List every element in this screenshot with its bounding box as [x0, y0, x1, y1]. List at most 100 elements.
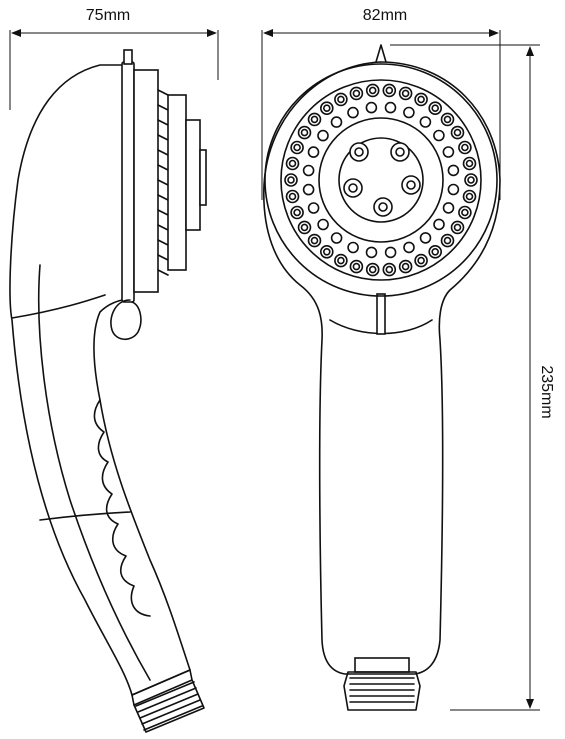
nozzle-hole-inner	[461, 208, 469, 217]
nozzle-hole-inner	[300, 223, 309, 232]
nozzle-hole	[440, 233, 455, 248]
nozzle-hole	[319, 245, 334, 259]
nozzle-hole-inner	[443, 115, 452, 124]
nozzle-hole	[414, 253, 428, 268]
nozzle-hole	[403, 106, 415, 119]
nozzle-hole	[285, 156, 300, 171]
nozzle-hole-inner	[352, 89, 361, 98]
dimension-width-front: 82mm	[261, 7, 501, 200]
nozzle-hole	[433, 129, 445, 142]
nozzle-hole	[414, 92, 428, 107]
nozzle-hole	[442, 202, 455, 214]
nozzle-hole	[365, 246, 378, 259]
nozzle-hole	[382, 83, 397, 98]
nozzle-hole	[398, 86, 413, 101]
nozzle-hole	[365, 83, 380, 98]
nozzle-hole	[297, 125, 312, 140]
nozzle-hole	[317, 129, 329, 142]
nozzle-hole-inner	[385, 265, 394, 274]
nozzle-hole	[428, 245, 443, 259]
nozzle-hole	[458, 205, 472, 220]
nozzle-hole	[458, 140, 472, 155]
front-thread	[343, 657, 421, 711]
nozzle-hole-inner	[401, 89, 410, 98]
nozzle-hole	[290, 205, 304, 220]
nozzle-hole	[307, 112, 322, 127]
nozzle-hole	[419, 232, 432, 244]
front-view	[263, 44, 501, 711]
nozzle-hole	[403, 241, 415, 254]
nozzle-hole	[317, 218, 329, 231]
nozzle-hole-inner	[293, 143, 301, 152]
nozzle-hole	[450, 125, 465, 140]
nozzle-hole	[464, 173, 478, 187]
nozzle-hole	[365, 101, 378, 114]
nozzle-hole	[365, 262, 380, 277]
nozzle-hole-inner	[385, 86, 394, 95]
nozzle-hole-inner	[467, 176, 475, 184]
nozzle-hole-inner	[337, 256, 345, 265]
nozzle-hole-inner	[417, 95, 425, 104]
nozzle-hole	[307, 202, 320, 214]
dimension-label-height: 235mm	[538, 365, 555, 418]
nozzle-hole	[284, 173, 298, 187]
nozzle-hole	[442, 146, 455, 158]
nozzle-hole-inner	[443, 236, 452, 245]
side-thread	[133, 679, 205, 733]
nozzle-hole	[302, 183, 315, 196]
nozzle-hole	[349, 259, 364, 274]
nozzle-hole	[384, 101, 397, 114]
center-nozzles	[343, 142, 421, 217]
nozzle-hole	[334, 253, 348, 268]
dimension-height: 235mm	[390, 44, 555, 711]
nozzle-hole	[382, 262, 397, 277]
nozzle-hole	[440, 112, 455, 127]
nozzle-hole	[428, 101, 443, 115]
nozzle-hole	[330, 116, 343, 128]
nozzle-hole-inner	[465, 192, 474, 201]
dimension-label-front-width: 82mm	[363, 7, 407, 24]
nozzle-hole	[462, 189, 477, 204]
nozzle-hole-inner	[368, 86, 377, 95]
nozzle-hole	[349, 86, 364, 101]
nozzle-hole-inner	[401, 262, 410, 271]
nozzle-hole-inner	[453, 223, 462, 232]
nozzle-hole	[297, 220, 312, 235]
nozzle-hole	[290, 140, 304, 155]
nozzle-hole-inner	[337, 95, 345, 104]
outer-nozzle-ring	[284, 83, 478, 277]
nozzle-hole	[433, 218, 445, 231]
nozzle-hole-inner	[461, 143, 469, 152]
nozzle-hole-inner	[310, 115, 319, 124]
nozzle-hole	[347, 241, 359, 254]
nozzle-hole-inner	[431, 104, 440, 112]
nozzle-hole-inner	[288, 192, 297, 201]
nozzle-hole	[307, 146, 320, 158]
dimension-label-side-width: 75mm	[86, 7, 130, 24]
nozzle-hole-inner	[322, 248, 331, 256]
nozzle-hole-inner	[322, 104, 331, 112]
nozzle-hole-inner	[431, 248, 440, 256]
nozzle-hole	[447, 164, 460, 177]
nozzle-hole	[330, 232, 343, 244]
side-view	[9, 49, 207, 733]
nozzle-hole-inner	[310, 236, 319, 245]
nozzle-hole-inner	[417, 256, 425, 265]
nozzle-hole	[419, 116, 432, 128]
nozzle-hole	[302, 164, 315, 177]
nozzle-hole-inner	[453, 128, 462, 137]
nozzle-hole	[334, 92, 348, 107]
nozzle-hole	[285, 189, 300, 204]
nozzle-hole	[450, 220, 465, 235]
nozzle-hole	[398, 259, 413, 274]
nozzle-hole-inner	[368, 265, 377, 274]
nozzle-hole	[462, 156, 477, 171]
dimension-width-side: 75mm	[9, 7, 219, 110]
middle-nozzle-ring	[302, 101, 460, 259]
side-nozzle-fins	[157, 89, 169, 276]
nozzle-hole	[347, 106, 359, 119]
nozzle-hole	[307, 233, 322, 248]
nozzle-hole-inner	[288, 159, 297, 168]
nozzle-hole	[384, 246, 397, 259]
